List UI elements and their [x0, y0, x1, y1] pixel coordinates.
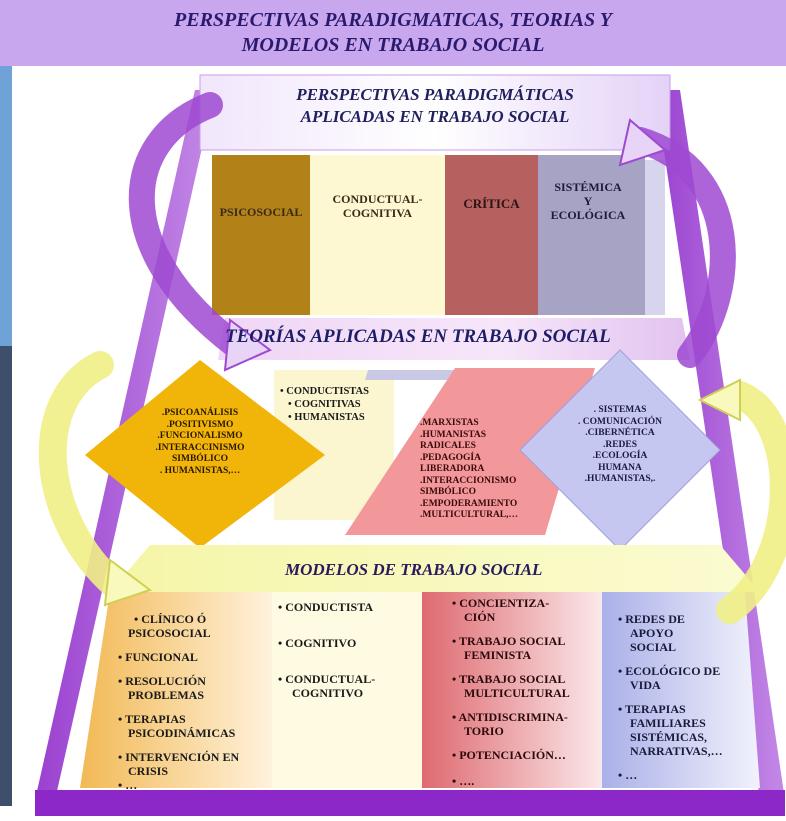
theory-item: .PEDAGOGÍA [420, 452, 481, 463]
theory-item: .HUMANISTAS [420, 429, 487, 440]
theory-item: .MULTICULTURAL,… [420, 510, 519, 520]
theory-item: .PSICOANÁLISIS [161, 408, 239, 418]
theory-item: LIBERADORA [420, 464, 485, 474]
model-item: APOYO [630, 626, 674, 640]
theory-item: .POSITIVISMO [166, 419, 234, 430]
model-item: • POTENCIACIÓN… [452, 748, 566, 762]
col-sistemica-line2: Y [583, 194, 593, 208]
model-item: FEMINISTA [464, 648, 532, 662]
col-critica: CRÍTICA [445, 196, 538, 356]
model-item: • TERAPIAS [118, 712, 186, 726]
model-item: • REDES DE [618, 612, 685, 626]
model-item: CIÓN [464, 610, 496, 624]
theory-item: . SISTEMAS [593, 405, 647, 415]
model-item: • CONDUCTUAL- [278, 672, 376, 686]
theories-sistemica: . SISTEMAS . COMUNICACIÓN .CIBERNÉTICA .… [570, 405, 670, 486]
theory-item: • COGNITIVAS [288, 399, 361, 410]
theories-conductual: • CONDUCTISTAS • COGNITIVAS • HUMANISTAS [280, 385, 390, 424]
theory-item: .HUMANISTAS,. [584, 474, 656, 484]
perspectives-line2: APLICADAS EN TRABAJO SOCIAL [300, 107, 570, 126]
model-item: • TRABAJO SOCIAL [452, 672, 566, 686]
theory-item: RADICALES [420, 441, 476, 451]
theory-item: .REDES [602, 439, 638, 450]
model-item: • ECOLÓGICO DE [618, 664, 721, 678]
model-item: COGNITIVO [292, 686, 364, 700]
models-critica: • CONCIENTIZA- CIÓN • TRABAJO SOCIAL FEM… [452, 596, 602, 788]
model-item: PSICOSOCIAL [128, 626, 211, 640]
model-item: SOCIAL [630, 640, 677, 654]
theory-item: HUMANA [598, 462, 642, 473]
model-item: • CONCIENTIZA- [452, 596, 550, 610]
theory-item: SIMBÓLICO [420, 487, 476, 497]
models-label: MODELOS DE TRABAJO SOCIAL [285, 560, 543, 579]
theories-critica: .MARXISTAS .HUMANISTAS RADICALES .PEDAGO… [420, 418, 540, 522]
theory-item: .INTERACCIONISMO [420, 475, 517, 486]
model-item: • COGNITIVO [278, 636, 357, 650]
model-item: • TRABAJO SOCIAL [452, 634, 566, 648]
model-item: • CONDUCTISTA [278, 600, 373, 614]
col-sistemica-line3: ECOLÓGICA [550, 208, 626, 222]
theory-item: .INTERACCINISMO [155, 442, 245, 453]
title-banner [0, 0, 786, 66]
model-item: SISTÉMICAS, [630, 730, 708, 744]
model-item: • ANTIDISCRIMINA- [452, 710, 568, 724]
theory-item: • HUMANISTAS [288, 412, 365, 423]
model-item: • INTERVENCIÓN EN [118, 750, 240, 764]
col-critica-label: CRÍTICA [463, 196, 520, 211]
theory-item: . HUMANISTAS,… [159, 465, 241, 476]
model-item: FAMILIARES [630, 716, 706, 730]
col-conductual-line2: COGNITIVA [342, 206, 413, 220]
theory-item: • CONDUCTISTAS [280, 386, 369, 397]
theory-item: .EMPODERAMIENTO [420, 498, 518, 509]
theory-item: .CIBERNÉTICA [585, 428, 655, 438]
theory-item: . COMUNICACIÓN [578, 416, 662, 427]
col-sistemica-line1: SISTÉMICA [554, 180, 622, 194]
col-sistemica: SISTÉMICA Y ECOLÓGICA [538, 180, 638, 340]
model-item: • … [618, 768, 638, 782]
model-item: • CLÍNICO Ó [134, 612, 207, 626]
col-conductual: CONDUCTUAL- COGNITIVA [310, 192, 445, 352]
theory-item: .FUNCIONALISMO [157, 431, 243, 441]
model-item: MULTICULTURAL [464, 686, 570, 700]
model-item: • FUNCIONAL [118, 650, 198, 664]
left-edge-dark [0, 346, 12, 806]
models-psicosocial: • CLÍNICO Ó PSICOSOCIAL • FUNCIONAL • RE… [118, 612, 268, 792]
left-edge-blue [0, 66, 12, 346]
model-item: • … [118, 778, 138, 792]
base-bar [35, 790, 785, 816]
main-title-line2: MODELOS EN TRABAJO SOCIAL [241, 34, 545, 56]
model-item: TORIO [464, 724, 504, 738]
model-item: NARRATIVAS,… [630, 744, 723, 758]
model-item: • …. [452, 774, 475, 788]
model-item: • TERAPIAS [618, 702, 686, 716]
theories-psicosocial: .PSICOANÁLISIS .POSITIVISMO .FUNCIONALIS… [140, 408, 260, 477]
model-item: • RESOLUCIÓN [118, 674, 206, 688]
model-item: CRISIS [128, 764, 169, 778]
perspectives-line1: PERSPECTIVAS PARADIGMÁTICAS [296, 85, 574, 104]
col-conductual-line1: CONDUCTUAL- [332, 192, 423, 206]
models-conductual: • CONDUCTISTA • COGNITIVO • CONDUCTUAL- … [278, 600, 418, 700]
theory-item: .MARXISTAS [420, 418, 479, 428]
col-psicosocial-label: PSICOSOCIAL [219, 205, 303, 219]
main-title-line1: PERSPECTIVAS PARADIGMATICAS, TEORIAS Y [174, 9, 612, 31]
perspectives-header: PERSPECTIVAS PARADIGMÁTICAS APLICADAS EN… [200, 84, 670, 128]
theory-item: SIMBÓLICO [172, 454, 228, 464]
col-psicosocial: PSICOSOCIAL [212, 205, 310, 365]
models-sistemica: • REDES DE APOYO SOCIAL • ECOLÓGICO DE V… [618, 612, 758, 782]
model-item: VIDA [630, 678, 661, 692]
main-title: PERSPECTIVAS PARADIGMATICAS, TEORIAS Y M… [0, 8, 786, 58]
model-item: PSICODINÁMICAS [128, 726, 236, 740]
theories-label: TEORÍAS APLICADAS EN TRABAJO SOCIAL [225, 326, 611, 347]
theory-item: .ECOLOGÍA [592, 451, 648, 461]
model-item: PROBLEMAS [128, 688, 205, 702]
